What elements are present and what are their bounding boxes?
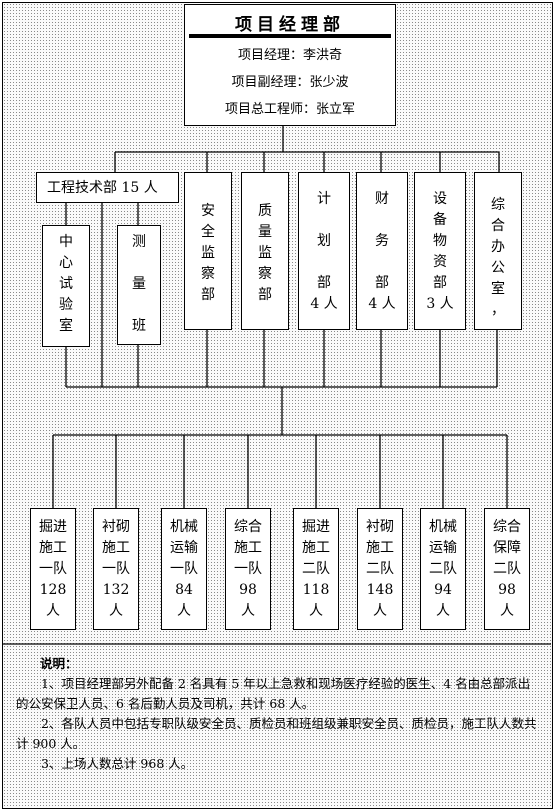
dept-materials-label: 设 备 物 资 部 3 人 bbox=[426, 191, 454, 312]
dept-admin-label: 综 合 办 公 室 ， bbox=[491, 197, 505, 318]
team-box: 掘进 施工 一队 128 人 bbox=[30, 508, 76, 630]
team-label: 综合 施工 一队 98 人 bbox=[234, 519, 262, 619]
survey-team-box: 测 量 班 bbox=[117, 225, 161, 345]
dept-materials-box: 设 备 物 资 部 3 人 bbox=[414, 172, 466, 330]
team-label: 衬砌 施工 一队 132 人 bbox=[102, 519, 130, 619]
project-manager-box: 项目经理部 项目经理：李洪奇 项目副经理：张少波 项目总工程师：张立军 bbox=[184, 4, 396, 126]
test-lab-box: 中 心 试 验 室 bbox=[42, 225, 90, 347]
dept-quality-label: 质 量 监 察 部 bbox=[258, 203, 272, 303]
team-box: 衬砌 施工 一队 132 人 bbox=[93, 508, 139, 630]
team-label: 掘进 施工 二队 118 人 bbox=[302, 519, 330, 619]
test-lab-label: 中 心 试 验 室 bbox=[59, 234, 73, 334]
team-label: 综合 保障 二队 98 人 bbox=[493, 519, 521, 619]
team-box: 综合 保障 二队 98 人 bbox=[484, 508, 530, 630]
dept-planning-box: 计 划 部 4 人 bbox=[298, 172, 350, 330]
team-box: 机械 运输 二队 94 人 bbox=[420, 508, 466, 630]
title-underline bbox=[189, 34, 391, 38]
notes-heading: 说明： bbox=[40, 656, 78, 671]
note-item: 2、各队人员中包括专职队级安全员、质检员和班组级兼职安全员、质检员，施工队人数共… bbox=[16, 716, 537, 751]
engineering-dept-box: 工程技术部 15 人 bbox=[36, 172, 179, 203]
dept-safety-label: 安 全 监 察 部 bbox=[201, 203, 215, 303]
survey-team-label: 测 量 班 bbox=[132, 234, 146, 334]
team-box: 掘进 施工 二队 118 人 bbox=[293, 508, 339, 630]
team-box: 衬砌 施工 二队 148 人 bbox=[357, 508, 403, 630]
deputy-manager-name: 项目副经理：张少波 bbox=[231, 75, 349, 90]
dept-safety-box: 安 全 监 察 部 bbox=[184, 172, 232, 330]
dept-planning-label: 计 划 部 4 人 bbox=[310, 191, 338, 312]
dept-finance-box: 财 务 部 4 人 bbox=[356, 172, 408, 330]
notes-section: 说明： 1、项目经理部另外配备 2 名具有 5 年以上急救和现场医疗经验的医生、… bbox=[16, 654, 541, 774]
team-label: 机械 运输 一队 84 人 bbox=[170, 519, 198, 619]
team-label: 机械 运输 二队 94 人 bbox=[429, 519, 457, 619]
dept-quality-box: 质 量 监 察 部 bbox=[241, 172, 289, 330]
note-item: 3、上场人数总计 968 人。 bbox=[41, 756, 194, 771]
engineering-dept-label: 工程技术部 15 人 bbox=[47, 180, 158, 196]
project-manager-name: 项目经理：李洪奇 bbox=[237, 48, 342, 63]
team-label: 衬砌 施工 二队 148 人 bbox=[366, 519, 394, 619]
dept-admin-box: 综 合 办 公 室 ， bbox=[474, 172, 522, 330]
dept-finance-label: 财 务 部 4 人 bbox=[368, 191, 396, 312]
team-box: 机械 运输 一队 84 人 bbox=[161, 508, 207, 630]
note-item: 1、项目经理部另外配备 2 名具有 5 年以上急救和现场医疗经验的医生、4 名由… bbox=[16, 676, 531, 711]
team-box: 综合 施工 一队 98 人 bbox=[225, 508, 271, 630]
chief-engineer-name: 项目总工程师：张立军 bbox=[224, 102, 355, 117]
team-label: 掘进 施工 一队 128 人 bbox=[39, 519, 67, 619]
project-manager-title: 项目经理部 bbox=[235, 15, 345, 35]
